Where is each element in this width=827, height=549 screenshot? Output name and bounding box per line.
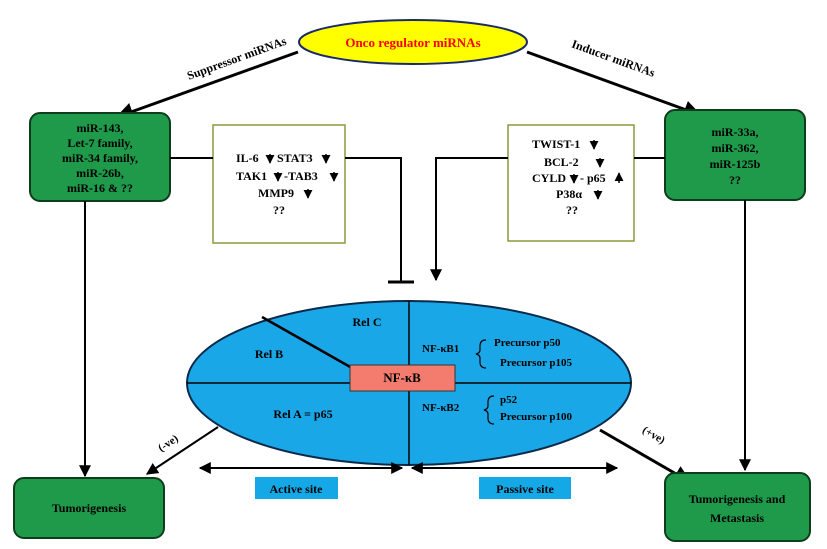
suppressor-mirna-line: Let-7 family,	[67, 136, 132, 150]
inducer-mirna-list: miR-33a, miR-362, miR-125b ??	[710, 125, 761, 187]
precursor-p105-label: Precursor p105	[500, 357, 572, 369]
target-p65: - p65	[580, 171, 606, 185]
suppressor-mirna-line: miR-26b,	[76, 166, 124, 180]
precursor-p50-label: Precursor p50	[494, 337, 561, 349]
nfkb-center-label: NF-κB	[383, 370, 421, 385]
suppressor-mirna-line: miR-16 & ??	[67, 181, 133, 195]
onco-regulator-label: Onco regulator miRNAs	[345, 35, 480, 50]
target-stat3: STAT3	[277, 151, 313, 165]
target-cyld: CYLD	[532, 171, 566, 185]
active-site-label: Active site	[270, 482, 324, 496]
metastasis-box	[664, 472, 811, 542]
negative-effect-label: (-ve)	[156, 432, 181, 454]
tumorigenesis-box	[13, 477, 165, 539]
metastasis-label-line: Metastasis	[710, 511, 764, 525]
rel-c-label: Rel C	[353, 315, 382, 329]
suppressor-targets-box	[212, 124, 346, 244]
inducer-targets: TWIST-1 BCL-2 CYLD - p65 P38α ??	[532, 137, 624, 217]
nfkb2-label: NF-κB2	[422, 402, 460, 414]
target-p38a: P38α	[556, 187, 582, 201]
target-twist1: TWIST-1	[532, 137, 580, 151]
nfkb-center-box	[349, 364, 456, 392]
nfkb2-brace	[483, 395, 495, 425]
target-tab3: -TAB3	[284, 169, 318, 183]
target-tak1: TAK1	[236, 169, 267, 183]
suppressor-arrow	[115, 50, 299, 120]
passive-site-badge	[479, 477, 571, 499]
activation-line	[430, 157, 508, 282]
inducer-mirna-line: miR-33a,	[712, 125, 759, 139]
inducer-arrow	[526, 50, 702, 118]
passive-site-label: Passive site	[496, 482, 554, 496]
suppressor-mirna-line: miR-34 family,	[62, 151, 138, 165]
target-bcl2: BCL-2	[544, 155, 579, 169]
target-mmp9: MMP9	[258, 186, 294, 200]
nfkb1-brace	[475, 339, 487, 369]
rel-b-label: Rel B	[255, 347, 283, 361]
target-unknown: ??	[273, 203, 285, 217]
suppressor-mirna-list: miR-143, Let-7 family, miR-34 family, mi…	[62, 121, 138, 195]
target-il6: IL-6	[236, 151, 259, 165]
p52-label: p52	[500, 394, 518, 406]
positive-effect-label: (+ve)	[640, 424, 667, 447]
suppressor-targets: IL-6 STAT3 TAK1 -TAB3 MMP9 ??	[236, 151, 339, 217]
relb-relc-divider	[261, 315, 353, 370]
target-unknown: ??	[566, 203, 578, 217]
active-site-badge	[255, 477, 338, 499]
inducer-mirna-line: ??	[729, 173, 741, 187]
nfkb1-label: NF-κB1	[422, 343, 459, 355]
negative-effect-arrow	[145, 426, 219, 475]
precursor-p100-label: Precursor p100	[500, 411, 572, 423]
inducer-mirna-line: miR-125b	[710, 157, 761, 171]
rel-a-label: Rel A = p65	[273, 407, 332, 421]
metastasis-label-line: Tumorigenesis and	[689, 492, 786, 506]
inhibition-line	[345, 157, 402, 282]
inducer-mirna-line: miR-362,	[712, 141, 759, 155]
onco-regulator-ellipse	[298, 19, 528, 65]
tumorigenesis-label: Tumorigenesis	[52, 501, 127, 515]
suppressor-mirna-line: miR-143,	[77, 121, 124, 135]
inducer-mirna-box	[664, 109, 806, 201]
